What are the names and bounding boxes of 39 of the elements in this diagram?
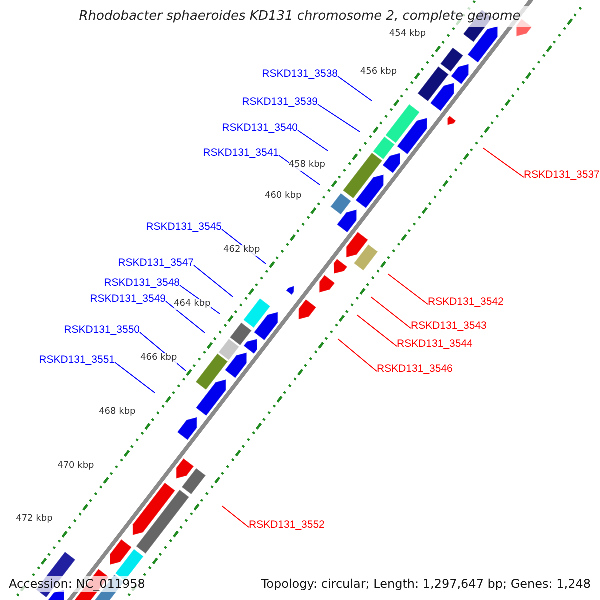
gene-label: RSKD131_3550 (64, 324, 140, 337)
leader-line (194, 265, 234, 298)
gene-label: RSKD131_3551 (39, 354, 115, 367)
scale-label: 458 kbp (288, 160, 326, 171)
gene-label: RSKD131_3537 (524, 169, 600, 182)
leader-line (482, 148, 524, 178)
footer-text: Accession: NC_011958 (6, 576, 148, 592)
scale-label: 456 kbp (360, 66, 398, 78)
gene-label: RSKD131_3544 (397, 338, 473, 351)
scale-label: 454 kbp (389, 29, 426, 40)
scale-label: 470 kbp (58, 460, 94, 472)
leader-line (356, 314, 398, 347)
gene-label: RSKD131_3546 (377, 363, 453, 376)
gene-label: RSKD131_3547 (118, 257, 194, 270)
gene-label: RSKD131_3540 (222, 122, 298, 135)
leader-line (318, 104, 360, 132)
leader-line (222, 506, 250, 528)
scale-label: 462 kbp (224, 244, 260, 256)
leader-line (114, 362, 156, 394)
gene-label: RSKD131_3543 (411, 320, 487, 333)
scale-label: 468 kbp (99, 406, 136, 418)
scale-label: 464 kbp (174, 298, 211, 310)
leader-line (370, 296, 412, 329)
gene-label: RSKD131_3542 (428, 296, 504, 309)
scale-label: 472 kbp (16, 514, 53, 526)
leader-line (298, 130, 328, 152)
gene-label: RSKD131_3549 (90, 293, 166, 306)
gene-label: RSKD131_3548 (104, 277, 180, 290)
gene-label: RSKD131_3541 (203, 147, 279, 160)
scale-label: 466 kbp (140, 352, 178, 364)
scale-label: 460 kbp (264, 190, 302, 202)
leader-line (338, 338, 378, 372)
leader-line (388, 274, 428, 305)
leader-line (338, 76, 372, 102)
gene-label: RSKD131_3552 (249, 519, 325, 532)
gene-label: RSKD131_3538 (262, 68, 338, 81)
gene-label: RSKD131_3539 (242, 96, 318, 109)
gene-label: RSKD131_3545 (146, 221, 222, 234)
leader-line (166, 301, 206, 334)
